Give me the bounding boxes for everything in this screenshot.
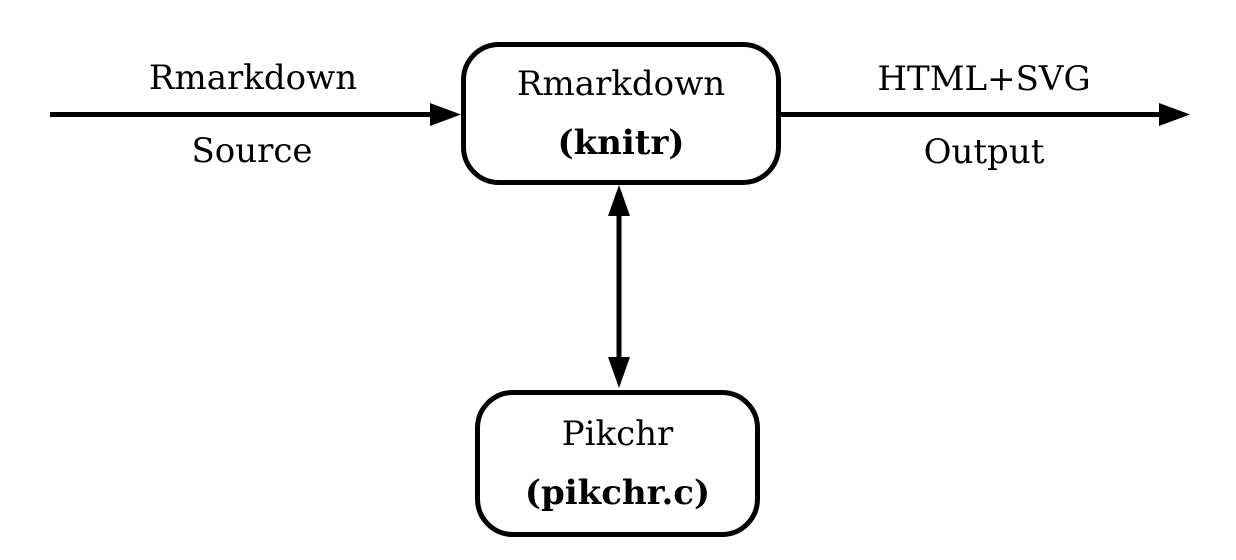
node-rmarkdown-knitr-title: Rmarkdown [516,63,726,104]
bidirectional-arrowhead-up [608,185,630,216]
input-arrow-label-top: Rmarkdown [148,58,358,98]
output-arrow-label-top: HTML+SVG [877,59,1091,99]
output-arrowhead [1159,103,1190,126]
node-rmarkdown-knitr-subtitle: (knitr) [557,122,685,163]
input-arrow [50,103,461,126]
input-arrowhead [430,103,461,126]
bidirectional-arrowhead-down [608,357,630,388]
node-rmarkdown-knitr: Rmarkdown (knitr) [461,42,781,185]
node-pikchr-title: Pikchr [561,413,674,454]
node-pikchr: Pikchr (pikchr.c) [475,390,760,537]
knitr-pikchr-bidirectional-arrow [608,185,630,388]
output-arrow [781,103,1190,126]
node-pikchr-subtitle: (pikchr.c) [524,472,711,513]
input-arrow-label-bottom: Source [191,131,313,171]
output-arrow-label-bottom: Output [923,132,1045,172]
